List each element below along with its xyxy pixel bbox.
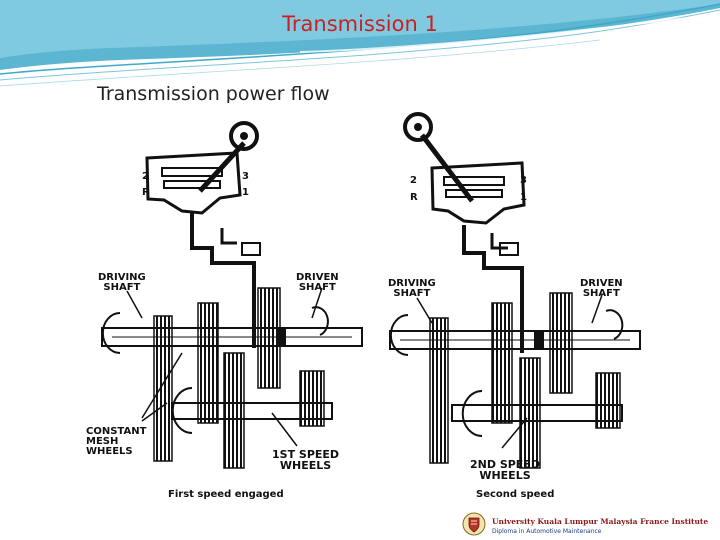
left-gate-label-r: R [142, 187, 150, 198]
university-crest-icon [462, 512, 486, 536]
transmission-power-flow-diagram: 2 R 3 1 DRIVING SHAFT DRIVEN SHAFT CONST… [72, 103, 654, 508]
left-gearbox [101, 121, 363, 469]
right-gate-label-1: 1 [520, 192, 527, 203]
constant-mesh-wheels-label: CONSTANT MESH WHEELS [86, 426, 147, 457]
right-gearbox [389, 112, 641, 469]
left-driving-shaft-label: DRIVING SHAFT [98, 272, 146, 293]
left-driven-shaft-label: DRIVEN SHAFT [296, 272, 339, 293]
left-gate-label-2: 2 [142, 171, 149, 182]
right-speed-wheels-label: 2ND SPEED WHEELS [470, 458, 540, 482]
right-gate-label-r: R [410, 192, 418, 203]
footer-institution: University Kuala Lumpur Malaysia France … [492, 517, 709, 526]
header-swoosh-decoration [0, 0, 720, 87]
right-driven-shaft-label: DRIVEN SHAFT [580, 278, 623, 299]
right-driving-shaft-label: DRIVING SHAFT [388, 278, 436, 299]
footer: University Kuala Lumpur Malaysia France … [462, 512, 720, 540]
left-gate-label-1: 1 [242, 187, 249, 198]
slide-title: Transmission 1 [282, 12, 438, 36]
right-gate-label-3: 3 [520, 175, 527, 186]
footer-department: Diploma in Automotive Maintenance [492, 528, 602, 535]
slide-subtitle: Transmission power flow [97, 83, 330, 105]
gearbox-line-art [101, 112, 641, 469]
left-speed-wheels-label: 1ST SPEED WHEELS [272, 448, 340, 472]
right-caption: Second speed [476, 489, 555, 500]
left-caption: First speed engaged [168, 489, 284, 500]
left-gate-label-3: 3 [242, 171, 249, 182]
right-gate-label-2: 2 [410, 175, 417, 186]
